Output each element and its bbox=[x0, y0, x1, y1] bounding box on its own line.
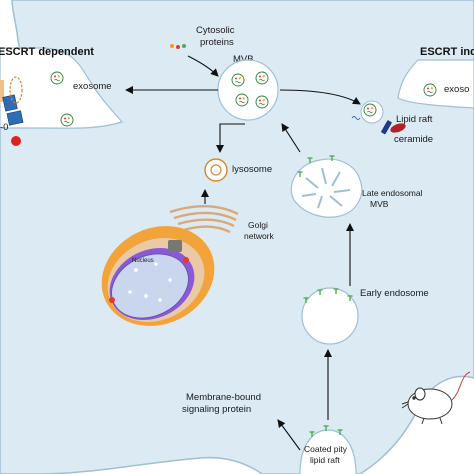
escrt-complex-icon bbox=[0, 76, 24, 146]
golgi-label-1: Golgi bbox=[248, 220, 268, 230]
arrow-late-endosome-to-mvb bbox=[281, 123, 301, 153]
late-endosomal-mvb bbox=[290, 158, 363, 218]
escrt-dependent-budding-site bbox=[0, 47, 124, 129]
mvb bbox=[217, 59, 279, 121]
arrow-coated-pit-to-signaling bbox=[277, 419, 301, 451]
exosome-label-right: exoso bbox=[444, 84, 469, 95]
golgi-label-2: network bbox=[244, 231, 275, 241]
lipid-raft-label: Lipid raft bbox=[396, 114, 433, 125]
lysosome bbox=[204, 158, 228, 182]
ceramide-label: ceramide bbox=[394, 134, 433, 145]
arrow-mvb-to-lysosome bbox=[216, 123, 245, 153]
arrow-cytosolic-to-mvb bbox=[187, 55, 219, 77]
coated-pit-label-1: Coated pity bbox=[304, 444, 348, 454]
escrt-independent-title: ESCRT inde bbox=[420, 46, 474, 58]
early-endosome bbox=[301, 287, 359, 345]
early-endosome-label: Early endosome bbox=[360, 288, 429, 299]
ceramide-icon bbox=[381, 120, 406, 135]
exosome-icon bbox=[423, 83, 437, 97]
coated-pit bbox=[299, 429, 357, 474]
nucleus-label: Nucleus bbox=[132, 258, 154, 264]
nucleus-er-complex bbox=[101, 226, 215, 326]
membrane-bound-label-1: Membrane-bound bbox=[186, 392, 261, 403]
membrane-bound-label-2: signaling protein bbox=[182, 404, 251, 415]
escrt-independent-budding-site bbox=[397, 59, 474, 109]
late-endosomal-label-1: Late endosomal bbox=[362, 188, 423, 198]
exosome-label-left: exosome bbox=[73, 81, 112, 92]
lipid-raft-vesicle bbox=[351, 100, 384, 124]
exosome-icon bbox=[50, 71, 64, 85]
mvb-label: MVB bbox=[233, 54, 254, 65]
cytosolic-proteins-icon bbox=[170, 44, 186, 49]
escrt-fragment-label: -0 bbox=[0, 122, 8, 133]
golgi-apparatus bbox=[169, 205, 239, 234]
arrow-mvb-to-escrt-independent bbox=[279, 89, 361, 105]
lysosome-label: lysosome bbox=[232, 164, 272, 175]
late-endosomal-label-2: MVB bbox=[370, 199, 389, 209]
cytosolic-proteins-label-1: Cytosolic bbox=[196, 25, 235, 36]
mouse-icon bbox=[401, 371, 471, 425]
coated-pit-label-2: lipid raft bbox=[310, 455, 340, 465]
cytosolic-proteins-label-2: proteins bbox=[200, 37, 234, 48]
escrt-dependent-title: ESCRT dependent bbox=[0, 46, 94, 58]
exosome-icon bbox=[60, 113, 74, 127]
